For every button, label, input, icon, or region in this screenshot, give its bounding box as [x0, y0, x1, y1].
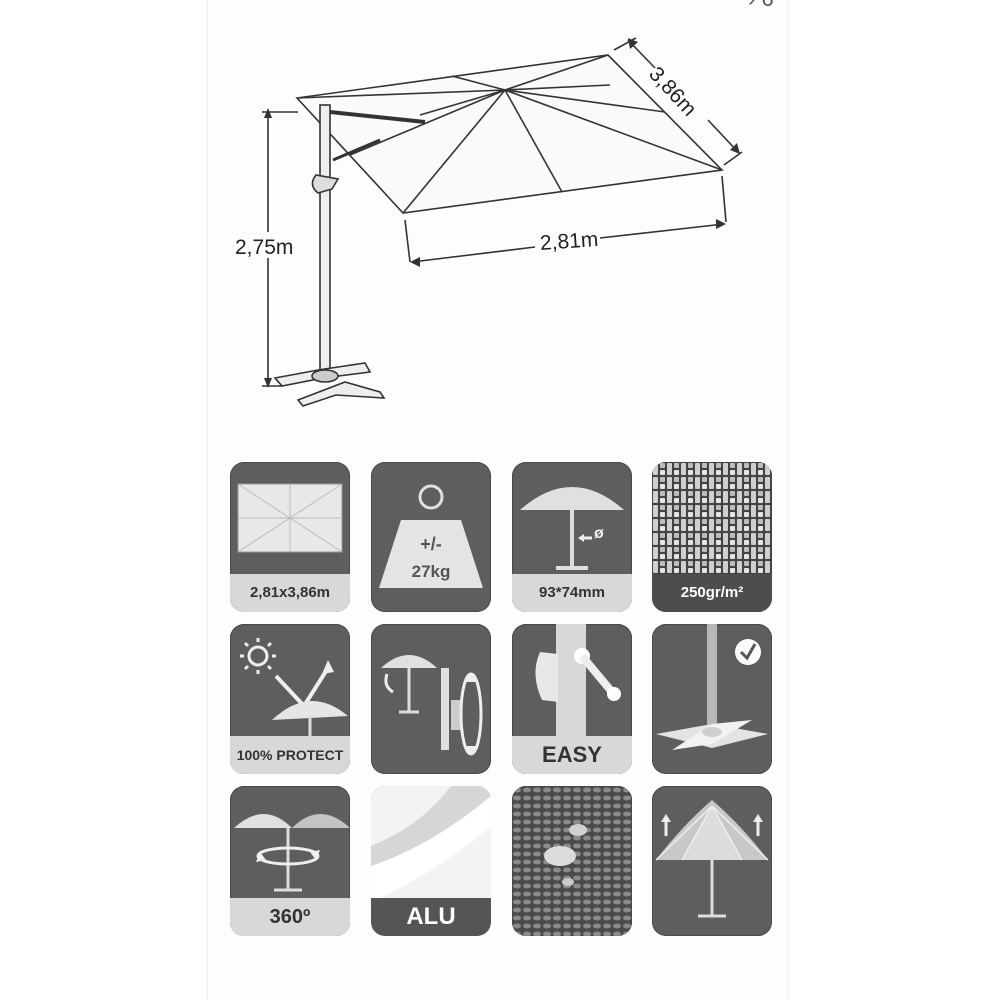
uv-protection-tile: 100% PROTECT [230, 624, 350, 774]
tilt-rotate-icon [381, 655, 483, 756]
pole-diameter-tile: ø 93*74mm [512, 462, 632, 612]
fabric-weight-caption: 250gr/m² [652, 574, 772, 612]
easy-caption: EASY [512, 736, 632, 774]
corner-mark: › 6 [748, 0, 774, 12]
cross-base-tile [652, 624, 772, 774]
canopy-size-caption: 2,81x3,86m [230, 574, 350, 612]
cross-base-icon [656, 624, 768, 750]
pole-diameter-caption: 93*74mm [512, 574, 632, 612]
width-dimension: 2,81m [539, 227, 600, 256]
rotation-caption: 360º [230, 898, 350, 936]
umbrella-pole-icon [520, 487, 624, 570]
fabric-weave-icon [652, 462, 772, 580]
wind-vent-icon [655, 800, 769, 918]
weight-icon [379, 484, 483, 588]
sun-uv-icon [240, 638, 348, 736]
diameter-symbol: ø [594, 525, 604, 542]
canopy-size-tile: 2,81x3,86m [230, 462, 350, 612]
base-weight-tile: +/- 27kg [371, 462, 491, 612]
wind-vent-tile [652, 786, 772, 936]
crank-handle-icon [535, 624, 621, 736]
water-drops-icon [512, 786, 632, 936]
umbrella-diagram [262, 37, 743, 407]
aluminium-tile: ALU [371, 786, 491, 936]
easy-crank-tile: EASY [512, 624, 632, 774]
alu-caption: ALU [371, 898, 491, 936]
rotation-360-tile: 360º [230, 786, 350, 936]
weight-caption: 27kg [411, 562, 451, 581]
canopy-outline-icon [237, 483, 343, 553]
uv-protection-caption: 100% PROTECT [230, 736, 350, 774]
fabric-weight-tile: 250gr/m² [652, 462, 772, 612]
weight-plusminus: +/- [420, 534, 442, 554]
height-dimension: 2,75m [235, 236, 294, 259]
tilt-rotate-tile [371, 624, 491, 774]
water-repellent-tile [512, 786, 632, 936]
rotation-360-icon [234, 814, 350, 892]
